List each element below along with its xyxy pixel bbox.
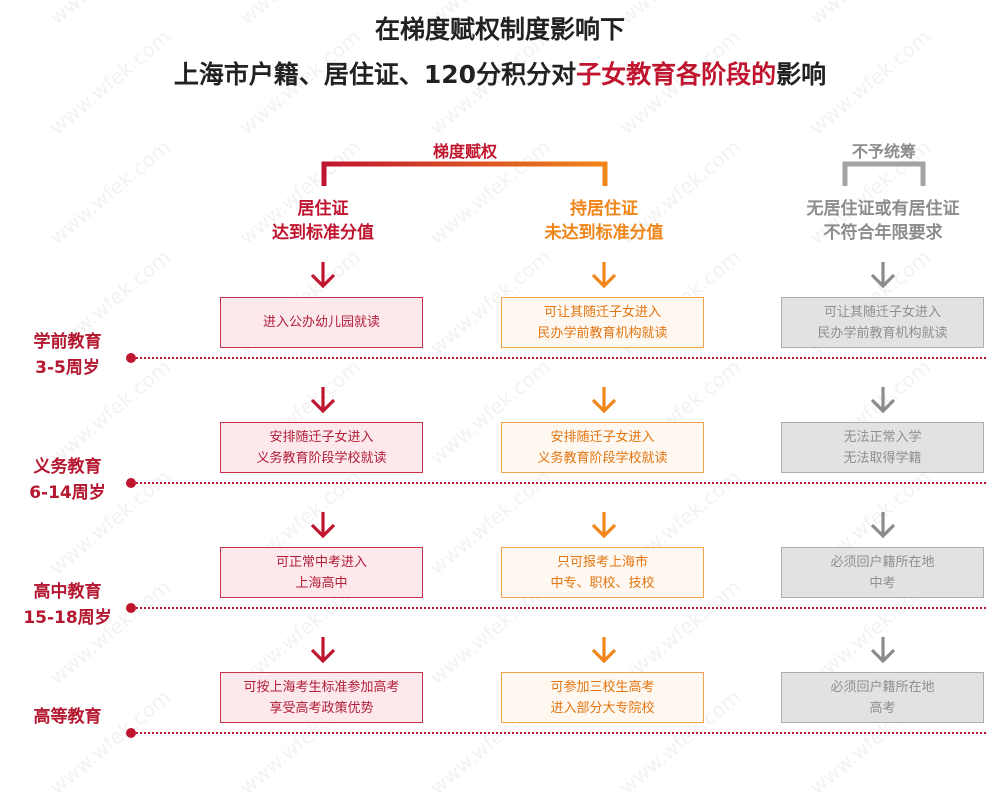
none-bracket bbox=[842, 161, 926, 186]
column-header-line2: 达到标准分值 bbox=[272, 223, 374, 243]
outcome-text: 上海高中 bbox=[295, 575, 348, 591]
stage-divider bbox=[131, 357, 986, 359]
down-arrow-icon bbox=[310, 262, 336, 289]
outcome-text: 必须回户籍所在地 bbox=[830, 554, 935, 570]
watermark: www.wfek.com bbox=[994, 244, 1000, 360]
outcome-text: 中专、职校、技校 bbox=[550, 575, 655, 591]
stage-name: 义务教育 bbox=[33, 457, 102, 477]
outcome-text: 义务教育阶段学校就读 bbox=[537, 450, 668, 466]
outcome-text: 中考 bbox=[869, 575, 896, 591]
stage-name: 高等教育 bbox=[33, 707, 102, 727]
column-header-line1: 居住证 bbox=[297, 199, 349, 219]
outcome-text: 只可报考上海市 bbox=[556, 554, 648, 570]
watermark: www.wfek.com bbox=[44, 134, 176, 250]
watermark: www.wfek.com bbox=[994, 134, 1000, 250]
down-arrow-icon bbox=[310, 387, 336, 414]
outcome-text: 安排随迁子女进入 bbox=[269, 429, 374, 445]
watermark: www.wfek.com bbox=[994, 684, 1000, 799]
column-header-line1: 无居住证或有居住证 bbox=[806, 199, 960, 219]
stage-age: 15-18周岁 bbox=[23, 608, 112, 628]
stage-label: 义务教育 6-14周岁 bbox=[20, 454, 115, 506]
outcome-box: 必须回户籍所在地高考 bbox=[781, 672, 984, 723]
down-arrow-icon bbox=[310, 637, 336, 664]
watermark: www.wfek.com bbox=[994, 354, 1000, 470]
outcome-text: 可参加三校生高考 bbox=[550, 679, 655, 695]
outcome-box: 只可报考上海市中专、职校、技校 bbox=[501, 547, 704, 598]
outcome-text: 安排随迁子女进入 bbox=[550, 429, 655, 445]
down-arrow-icon bbox=[870, 637, 896, 664]
outcome-box: 可让其随迁子女进入民办学前教育机构就读 bbox=[501, 297, 704, 348]
title-highlight: 子女教育各阶段的 bbox=[576, 60, 777, 89]
stage-dot bbox=[126, 728, 136, 738]
outcome-text: 可让其随迁子女进入 bbox=[823, 304, 941, 320]
stage-divider bbox=[131, 732, 986, 734]
group-label-gradient: 梯度赋权 bbox=[432, 142, 498, 161]
outcome-box: 无法正常入学无法取得学籍 bbox=[781, 422, 984, 473]
outcome-text: 无法取得学籍 bbox=[843, 450, 922, 466]
column-header-line1: 持居住证 bbox=[570, 199, 638, 219]
title-line-2: 上海市户籍、居住证、120分积分对子女教育各阶段的影响 bbox=[0, 55, 1000, 91]
down-arrow-icon bbox=[591, 637, 617, 664]
down-arrow-icon bbox=[591, 512, 617, 539]
group-label-none: 不予统筹 bbox=[851, 142, 917, 161]
outcome-box: 必须回户籍所在地中考 bbox=[781, 547, 984, 598]
outcome-box: 可正常中考进入上海高中 bbox=[220, 547, 423, 598]
down-arrow-icon bbox=[310, 512, 336, 539]
title-prefix: 上海市户籍、居住证、120分积分对 bbox=[173, 60, 577, 89]
stage-age: 3-5周岁 bbox=[35, 358, 100, 378]
down-arrow-icon bbox=[870, 387, 896, 414]
outcome-text: 高考 bbox=[869, 700, 896, 716]
stage-age: 6-14周岁 bbox=[29, 483, 106, 503]
outcome-text: 可按上海考生标准参加高考 bbox=[243, 679, 400, 695]
gradient-bracket bbox=[321, 161, 608, 186]
outcome-box: 安排随迁子女进入义务教育阶段学校就读 bbox=[501, 422, 704, 473]
watermark: www.wfek.com bbox=[994, 574, 1000, 690]
stage-name: 高中教育 bbox=[33, 582, 102, 602]
stage-dot bbox=[126, 353, 136, 363]
outcome-text: 义务教育阶段学校就读 bbox=[256, 450, 387, 466]
down-arrow-icon bbox=[870, 262, 896, 289]
stage-label: 学前教育 3-5周岁 bbox=[20, 329, 115, 381]
outcome-box: 进入公办幼儿园就读 bbox=[220, 297, 423, 348]
column-header-line2: 未达到标准分值 bbox=[544, 223, 664, 243]
title-line-1: 在梯度赋权制度影响下 bbox=[374, 15, 625, 44]
title-suffix: 影响 bbox=[776, 60, 827, 89]
outcome-text: 必须回户籍所在地 bbox=[830, 679, 935, 695]
column-header-line2: 不符合年限要求 bbox=[823, 223, 943, 243]
outcome-text: 进入公办幼儿园就读 bbox=[262, 315, 380, 330]
outcome-text: 民办学前教育机构就读 bbox=[537, 325, 668, 341]
outcome-text: 可让其随迁子女进入 bbox=[543, 304, 661, 320]
outcome-box: 可参加三校生高考进入部分大专院校 bbox=[501, 672, 704, 723]
stage-label: 高中教育 15-18周岁 bbox=[20, 579, 115, 631]
outcome-text: 可正常中考进入 bbox=[275, 554, 367, 570]
stage-divider bbox=[131, 482, 986, 484]
outcome-box: 安排随迁子女进入义务教育阶段学校就读 bbox=[220, 422, 423, 473]
stage-dot bbox=[126, 478, 136, 488]
down-arrow-icon bbox=[591, 262, 617, 289]
stage-label: 高等教育 bbox=[20, 704, 115, 730]
column-header-orange: 持居住证未达到标准分值 bbox=[545, 197, 664, 245]
outcome-text: 享受高考政策优势 bbox=[269, 700, 374, 716]
stage-name: 学前教育 bbox=[33, 332, 102, 352]
outcome-text: 民办学前教育机构就读 bbox=[817, 325, 948, 341]
down-arrow-icon bbox=[870, 512, 896, 539]
stage-divider bbox=[131, 607, 986, 609]
watermark: www.wfek.com bbox=[44, 684, 176, 799]
watermark: www.wfek.com bbox=[994, 464, 1000, 580]
outcome-box: 可按上海考生标准参加高考享受高考政策优势 bbox=[220, 672, 423, 723]
column-header-red: 居住证达到标准分值 bbox=[272, 197, 374, 245]
down-arrow-icon bbox=[591, 387, 617, 414]
outcome-text: 无法正常入学 bbox=[843, 429, 922, 445]
stage-dot bbox=[126, 603, 136, 613]
outcome-text: 进入部分大专院校 bbox=[550, 700, 655, 716]
outcome-box: 可让其随迁子女进入民办学前教育机构就读 bbox=[781, 297, 984, 348]
column-header-gray: 无居住证或有居住证不符合年限要求 bbox=[807, 197, 960, 245]
